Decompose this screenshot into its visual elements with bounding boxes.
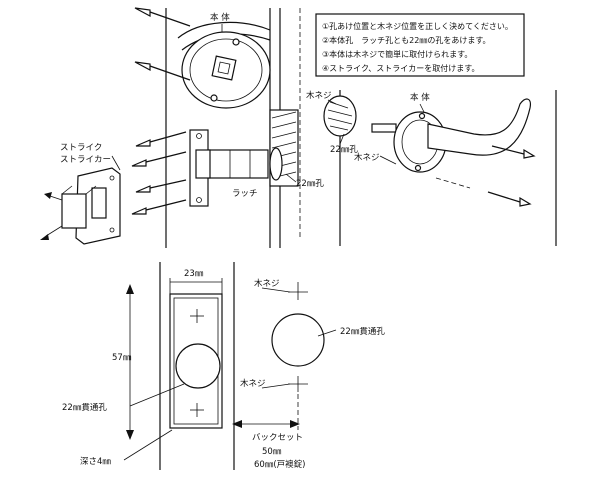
- backset-value-2: 60㎜(戸襖錠): [254, 459, 305, 470]
- mortise-outline: [169, 293, 223, 429]
- wood-screw-6: [131, 199, 187, 215]
- note-1: ①孔あけ位置と木ネジ位置を正しく決めてください。: [322, 21, 513, 31]
- wood-screw-1: [134, 7, 191, 27]
- bored-hole: [323, 95, 357, 137]
- drilling-template: 23㎜ 57㎜ 22㎜貫通孔 深さ4㎜ 22㎜貫通孔 木ネジ 木ネジ: [62, 262, 385, 470]
- rosette-body: [181, 31, 271, 109]
- note-4: ④ストライク、ストライカーを取付けます。: [322, 63, 480, 73]
- top-right-screw-label-bottom: 木ネジ: [354, 152, 380, 163]
- latch-label: ラッチ: [232, 189, 258, 199]
- top-right-assembly: 木ネジ 22㎜孔 本 体 木ネジ: [306, 90, 557, 246]
- body-hole-label: 22㎜貫通孔: [340, 326, 385, 337]
- top-left-hole-label: 22㎜孔: [296, 179, 324, 189]
- latch-unit: [189, 129, 283, 207]
- handle-assembly: [393, 98, 531, 173]
- lever-handle-back: [177, 21, 271, 39]
- bottom-screw-label-bottom: 木ネジ: [240, 378, 266, 389]
- lever-handle: [427, 98, 531, 156]
- wood-screw-3: [135, 131, 187, 147]
- backset-label: バックセット: [252, 433, 303, 443]
- strike-box: [61, 193, 87, 229]
- backset-value-1: 50㎜: [262, 447, 282, 457]
- top-left-body-label: 本 体: [210, 12, 230, 23]
- strike-label: ストライク: [60, 143, 102, 153]
- note-2: ②本体孔 ラッチ孔とも22㎜の孔をあけます。: [322, 35, 491, 45]
- latch-through-hole: [175, 343, 221, 389]
- top-left-assembly: 本 体 ラッチ 22㎜孔: [40, 7, 324, 248]
- latch-hole-label: 22㎜貫通孔: [62, 402, 107, 413]
- body-through-hole: [271, 313, 325, 367]
- instruction-notes: ①孔あけ位置と木ネジ位置を正しく決めてください。 ②本体孔 ラッチ孔とも22㎜の…: [315, 13, 525, 77]
- top-right-hole-label: 22㎜孔: [330, 145, 358, 155]
- striker-label: ストライカー: [60, 155, 111, 165]
- note-3: ③本体は木ネジで簡単に取付けられます。: [322, 49, 472, 59]
- spindle: [371, 123, 397, 133]
- height-label: 57㎜: [112, 353, 132, 363]
- latch-bolt: [195, 149, 211, 179]
- wood-screw-7: [491, 145, 536, 159]
- notes-frame: [315, 13, 525, 77]
- depth-label: 深さ4㎜: [80, 457, 111, 467]
- wood-screw-2: [134, 61, 191, 81]
- wood-screw-8: [487, 191, 532, 207]
- wood-screw-4: [131, 151, 187, 167]
- wood-screw-5: [135, 179, 187, 193]
- top-right-body-label: 本 体: [410, 92, 430, 103]
- latch-tube: [207, 149, 269, 179]
- strike-plate: [61, 167, 121, 245]
- width-label: 23㎜: [184, 269, 204, 279]
- bottom-screw-label-top: 木ネジ: [254, 278, 280, 289]
- top-right-screw-label-top: 木ネジ: [306, 90, 332, 101]
